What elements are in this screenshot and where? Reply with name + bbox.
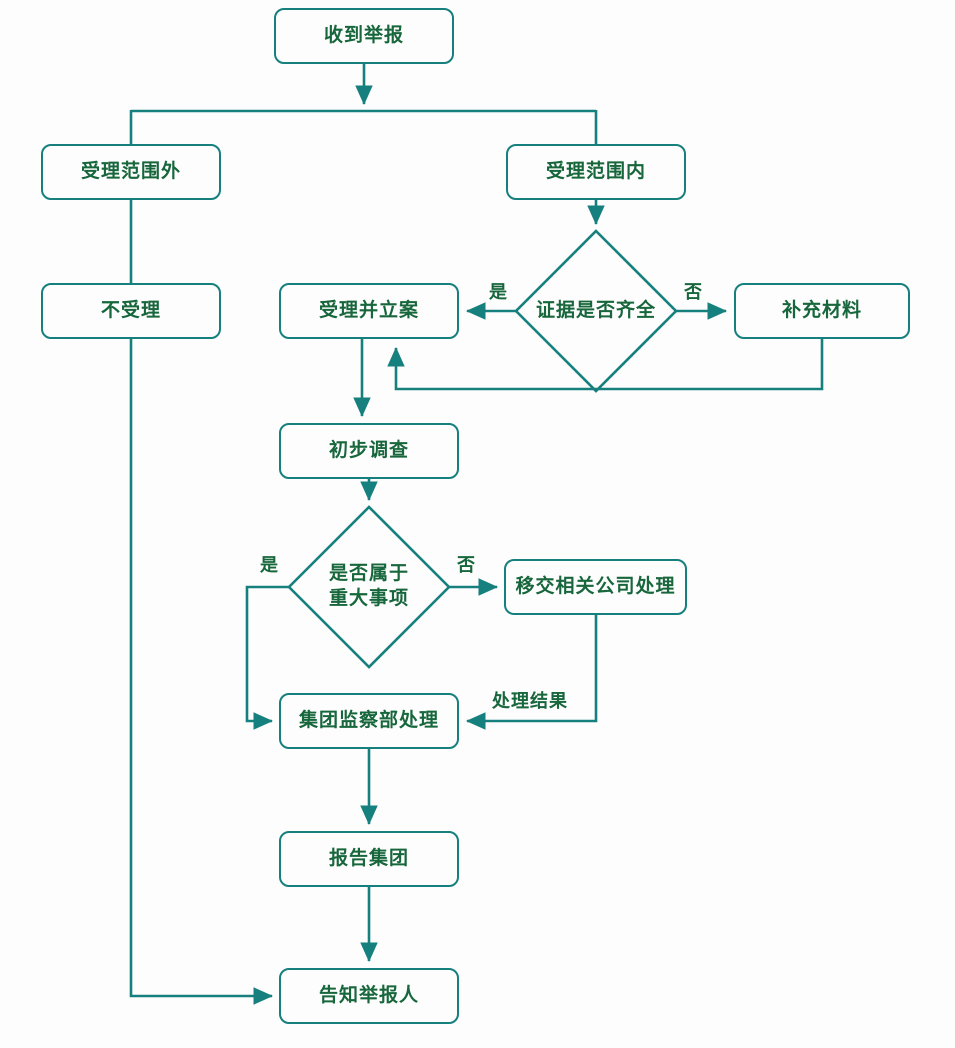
node-receive-report[interactable]: 收到举报 (274, 8, 454, 64)
node-label: 报告集团 (328, 848, 409, 870)
node-initial-investigation[interactable]: 初步调查 (279, 423, 459, 479)
node-label: 移交相关公司处理 (515, 576, 676, 598)
edge-label-evidence-yes: 是 (489, 282, 508, 302)
node-label: 收到举报 (323, 25, 404, 47)
edge-label-evidence-no: 否 (684, 282, 703, 302)
node-label: 受理范围外 (80, 161, 181, 183)
edge-reject-to-notify (129, 339, 274, 1005)
node-supplement-materials[interactable]: 补充材料 (734, 283, 910, 339)
node-group-supervision-handle[interactable]: 集团监察部处理 (279, 693, 459, 749)
edge-label-major-no: 否 (457, 555, 476, 575)
shape-major-diamond (287, 505, 451, 669)
edge-major-yes-to-group-supervision (245, 585, 289, 730)
node-label: 补充材料 (781, 300, 862, 322)
node-notify-reporter[interactable]: 告知举报人 (279, 968, 459, 1024)
shape-evidence-diamond (514, 229, 678, 393)
node-in-scope[interactable]: 受理范围内 (506, 144, 686, 200)
node-label: 受理并立案 (318, 300, 419, 322)
edge-label-handling-result: 处理结果 (492, 691, 568, 711)
edge-supplement-back-to-accept (387, 339, 824, 391)
node-transfer-to-company[interactable]: 移交相关公司处理 (504, 559, 687, 615)
node-label: 集团监察部处理 (298, 710, 439, 732)
edge-label-major-yes: 是 (260, 555, 279, 575)
node-accept-and-file[interactable]: 受理并立案 (279, 283, 459, 339)
node-label: 受理范围内 (545, 161, 646, 183)
node-label: 初步调查 (328, 440, 409, 462)
edge-transfer-result-to-group-supervision (465, 615, 598, 730)
node-report-to-group[interactable]: 报告集团 (279, 831, 459, 887)
node-not-accepted[interactable]: 不受理 (41, 283, 221, 339)
node-out-of-scope[interactable]: 受理范围外 (41, 144, 221, 200)
node-label: 不受理 (100, 300, 161, 322)
node-label: 告知举报人 (318, 985, 419, 1007)
